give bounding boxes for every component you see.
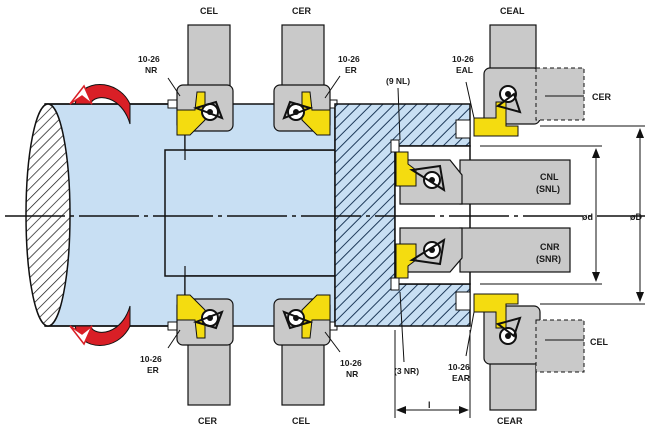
label-bottom-cer: CER — [198, 416, 218, 426]
label-eal-top-type: EAL — [456, 65, 473, 75]
label-ear-bottom-size: 10-26 — [448, 362, 470, 372]
label-cer-right: CER — [592, 92, 612, 102]
label-ear-bottom-type: EAR — [452, 373, 470, 383]
label-nr-bottom-size: 10-26 — [340, 358, 362, 368]
label-nr-bottom-type: NR — [346, 369, 358, 379]
label-snr: (SNR) — [536, 254, 561, 264]
boring-bar-cnl — [395, 151, 571, 205]
holder-top-cel — [176, 24, 234, 136]
label-cel-right: CEL — [590, 337, 609, 347]
label-oD: øD — [630, 212, 642, 222]
holder-bottom-cel — [273, 294, 331, 406]
label-er-bottom-size: 10-26 — [140, 354, 162, 364]
label-cnl: CNL — [540, 172, 559, 182]
label-dim-l: l — [428, 400, 431, 410]
label-top-cer: CER — [292, 6, 312, 16]
rotation-arrow-top — [69, 84, 131, 125]
holder-bottom-cear — [473, 293, 585, 411]
label-er-bottom-type: ER — [147, 365, 159, 375]
label-eal-top-size: 10-26 — [452, 54, 474, 64]
label-er-top-size: 10-26 — [338, 54, 360, 64]
dimension-od — [480, 145, 602, 285]
label-snl: (SNL) — [536, 184, 560, 194]
label-er-top-type: ER — [345, 65, 357, 75]
label-bottom-cear: CEAR — [497, 416, 523, 426]
label-top-cel: CEL — [200, 6, 219, 16]
label-cnr: CNR — [540, 242, 560, 252]
label-nr-top-size: 10-26 — [138, 54, 160, 64]
holder-bottom-cer — [176, 294, 234, 406]
rotation-arrow-bottom — [69, 305, 131, 346]
dimension-l — [394, 330, 471, 418]
label-nr-top-type: NR — [145, 65, 157, 75]
holder-top-cer — [273, 24, 331, 136]
label-bottom-cel: CEL — [292, 416, 311, 426]
label-nr-bore: (3 NR) — [394, 366, 419, 376]
label-nl-top: (9 NL) — [386, 76, 410, 86]
label-od: ød — [582, 212, 593, 222]
holder-top-ceal — [473, 24, 585, 137]
bore-section — [334, 103, 471, 327]
leader-lines — [167, 75, 584, 363]
boring-bar-cnr — [395, 227, 571, 279]
label-top-ceal: CEAL — [500, 6, 525, 16]
workpiece-shaft — [44, 99, 346, 331]
dimension-oD — [540, 125, 645, 305]
shaft-break-section — [25, 103, 71, 327]
